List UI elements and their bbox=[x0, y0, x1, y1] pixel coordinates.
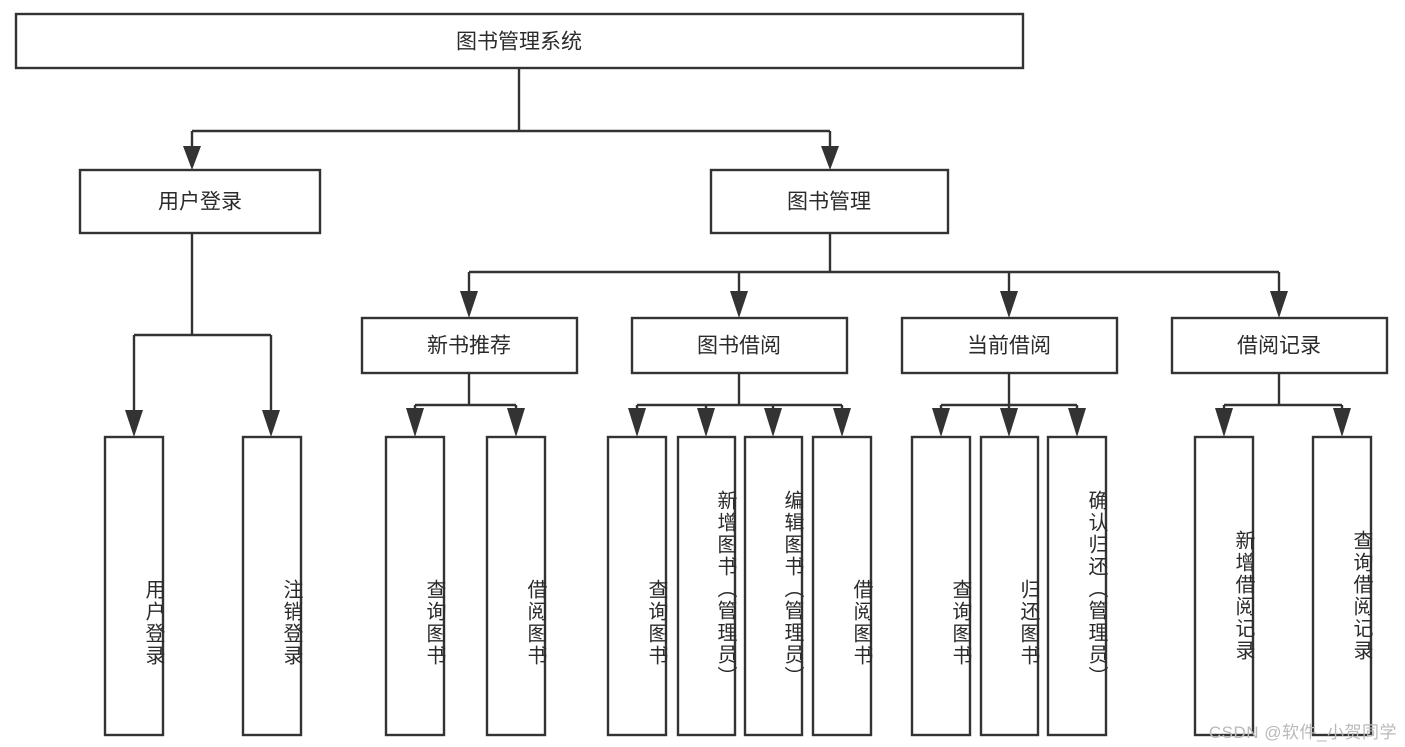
node-new-book-rec-label: 新书推荐 bbox=[427, 335, 511, 358]
connector-group-book-borrow bbox=[628, 373, 851, 437]
csdn-watermark: CSDN @软件_小贺同学 bbox=[1208, 723, 1397, 742]
arrowhead-leaf-edit-book bbox=[764, 408, 782, 437]
arrowhead-leaf-confirm-return bbox=[1068, 408, 1086, 437]
arrowhead-current-borrow bbox=[1000, 291, 1018, 318]
node-new-book-rec[interactable] bbox=[360, 316, 579, 375]
arrowhead-leaf-borrow-book-2 bbox=[833, 408, 851, 437]
connector-group-current-borrow bbox=[932, 373, 1086, 437]
arrowhead-new-book-rec bbox=[460, 291, 478, 318]
node-book-manage-label: 图书管理 bbox=[787, 191, 871, 214]
arrowhead-leaf-return-book bbox=[1000, 408, 1018, 437]
arrowhead-user-login bbox=[183, 146, 201, 170]
arrowhead-leaf-logout bbox=[262, 410, 280, 437]
node-leaf-return-book[interactable] bbox=[979, 435, 1040, 737]
arrowhead-leaf-borrow-book-1 bbox=[507, 408, 525, 437]
node-borrow-record[interactable] bbox=[1170, 316, 1389, 375]
arrowhead-leaf-query-book-1 bbox=[406, 408, 424, 437]
node-borrow-record-label: 借阅记录 bbox=[1237, 335, 1321, 358]
connector-group-root bbox=[183, 68, 839, 170]
node-leaf-logout[interactable] bbox=[241, 435, 303, 737]
arrowhead-leaf-user-login bbox=[125, 410, 143, 437]
connector-group-book-manage bbox=[460, 233, 1288, 318]
arrowhead-leaf-query-book-2 bbox=[628, 408, 646, 437]
node-book-manage[interactable] bbox=[709, 168, 950, 235]
node-leaf-add-record[interactable] bbox=[1193, 435, 1255, 737]
arrowhead-leaf-add-book bbox=[697, 408, 715, 437]
arrowhead-book-manage bbox=[821, 146, 839, 170]
arrowhead-borrow-record bbox=[1270, 291, 1288, 318]
arrowhead-leaf-query-record bbox=[1333, 408, 1351, 437]
node-leaf-query-book-1[interactable] bbox=[384, 435, 446, 737]
node-leaf-confirm-return[interactable] bbox=[1046, 435, 1108, 737]
arrowhead-book-borrow bbox=[730, 291, 748, 318]
node-leaf-borrow-book-2[interactable] bbox=[811, 435, 873, 737]
node-book-borrow[interactable] bbox=[630, 316, 849, 375]
node-leaf-borrow-book-1[interactable] bbox=[485, 435, 547, 737]
arrowhead-leaf-add-record bbox=[1215, 408, 1233, 437]
node-book-borrow-label: 图书借阅 bbox=[697, 335, 781, 358]
node-current-borrow[interactable] bbox=[900, 316, 1119, 375]
connector-group-borrow-record bbox=[1215, 373, 1351, 437]
node-root-label: 图书管理系统 bbox=[456, 31, 582, 54]
node-user-login[interactable] bbox=[78, 168, 322, 235]
arrowhead-leaf-query-book-3 bbox=[932, 408, 950, 437]
node-leaf-query-record[interactable] bbox=[1311, 435, 1373, 737]
node-leaf-query-book-3[interactable] bbox=[910, 435, 972, 737]
connector-group-new-book-rec bbox=[406, 373, 525, 437]
connector-group-user-login bbox=[125, 233, 280, 437]
node-leaf-query-book-2[interactable] bbox=[606, 435, 668, 737]
node-user-login-label: 用户登录 bbox=[158, 191, 242, 214]
node-leaf-add-book[interactable] bbox=[676, 435, 737, 737]
node-root[interactable] bbox=[14, 12, 1025, 70]
node-current-borrow-label: 当前借阅 bbox=[967, 335, 1051, 358]
node-leaf-edit-book[interactable] bbox=[743, 435, 804, 737]
node-leaf-user-login[interactable] bbox=[103, 435, 165, 737]
